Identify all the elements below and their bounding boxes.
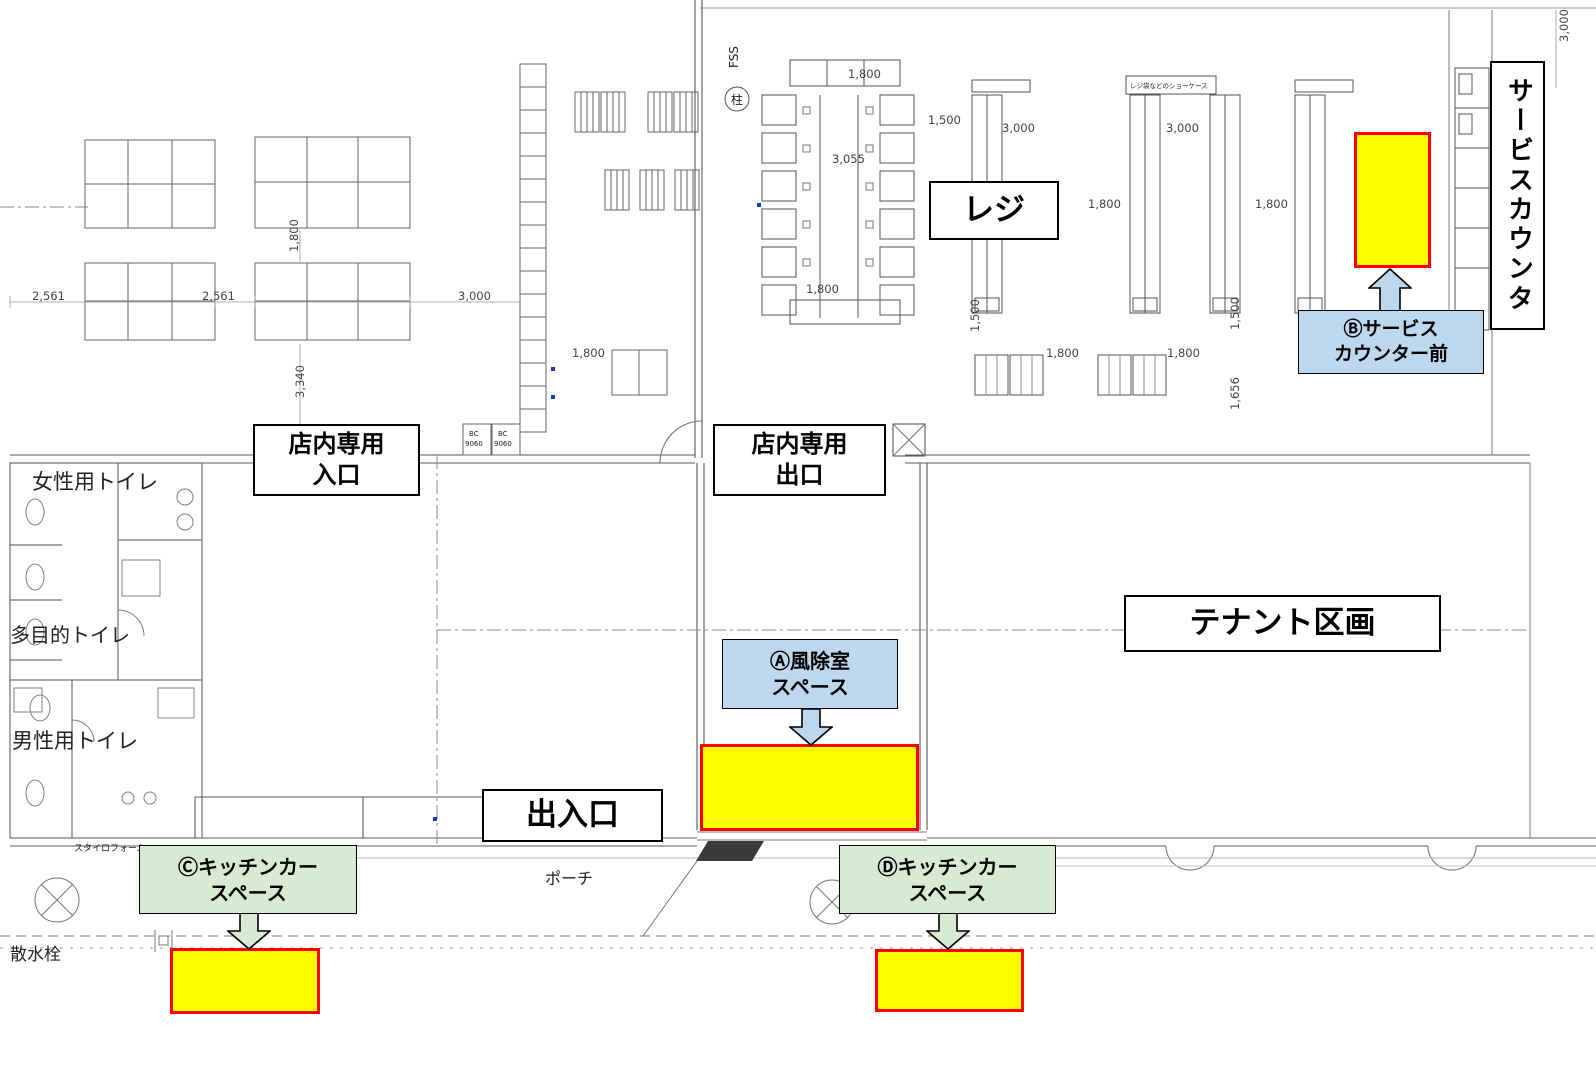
dimension-label: 1,656 — [1228, 377, 1242, 410]
dimension-label: 3,000 — [1557, 9, 1571, 42]
checkout-center — [761, 59, 915, 325]
label-c-line1: Ⓒキッチンカー — [178, 854, 318, 879]
label-tenant-area: テナント区画 — [1124, 595, 1441, 652]
drawing-text: 散水栓 — [10, 945, 61, 965]
drawing-text: ポーチ — [545, 869, 593, 888]
label-main-doorway-text: 出入口 — [526, 797, 619, 834]
label-d-line1: Ⓓキッチンカー — [877, 854, 1018, 879]
dimension-labels: 1,800 1,500 3,055 3,000 3,000 1,800 1,800 1,800… — [32, 9, 1571, 410]
shelf-grids — [84, 136, 411, 341]
label-b-line1: Ⓑサービス — [1343, 318, 1439, 341]
pillar-symbol — [724, 86, 750, 112]
label-store-entrance: 店内専用 入口 — [253, 424, 420, 496]
drawing-text: スタイロフォーム — [74, 843, 146, 854]
dimension-label: 2,561 — [32, 289, 65, 303]
dimension-label: 1,800 — [1167, 346, 1200, 360]
checkout-right — [971, 75, 1354, 396]
arrow-down-d-kitchen-car — [926, 912, 970, 950]
dimension-label: 3,000 — [1002, 121, 1035, 135]
drawing-text: レジ袋などのショーケース — [1130, 81, 1208, 90]
dimension-label: 1,800 — [1046, 346, 1079, 360]
wall-shelf-strip — [462, 63, 547, 456]
dimension-label: 1,800 — [848, 67, 881, 81]
service-counter-fixture — [1454, 67, 1490, 331]
dimension-label: 1,500 — [968, 299, 982, 332]
label-store-exit: 店内専用 出口 — [713, 424, 886, 496]
label-a-line2: スペース — [771, 675, 849, 699]
label-register: レジ — [929, 181, 1059, 240]
label-store-exit-line1: 店内専用 — [751, 429, 848, 458]
arrow-down-a-windbreak — [789, 708, 833, 746]
dimension-label: 3,055 — [832, 152, 865, 166]
dimension-label: 3,340 — [293, 365, 307, 398]
dimension-label: 2,561 — [202, 289, 235, 303]
label-store-entrance-line2: 入口 — [312, 461, 361, 489]
label-register-text: レジ — [963, 192, 1025, 229]
label-c-kitchen-car: Ⓒキッチンカー スペース — [139, 845, 357, 914]
label-b-line2: カウンター前 — [1333, 343, 1448, 365]
restrooms — [9, 462, 203, 839]
highlight-c-kitchen-car-space — [170, 948, 320, 1014]
label-main-doorway: 出入口 — [482, 789, 663, 842]
drawing-text: BC — [498, 430, 508, 438]
arrow-down-c-kitchen-car — [227, 912, 271, 950]
label-d-kitchen-car: Ⓓキッチンカー スペース — [839, 845, 1056, 914]
dimension-label: 1,500 — [928, 113, 961, 127]
drawing-text: 柱 — [731, 92, 743, 107]
label-c-line2: スペース — [209, 880, 287, 905]
label-a-line1: Ⓐ風除室 — [770, 649, 850, 673]
dimension-label: 1,800 — [572, 346, 605, 360]
highlight-d-kitchen-car-space — [875, 949, 1024, 1012]
label-store-entrance-line1: 店内専用 — [288, 429, 385, 458]
arrow-up-b-service-counter — [1368, 268, 1412, 312]
label-d-line2: スペース — [908, 880, 987, 905]
entrance-mat — [696, 841, 764, 861]
label-a-windbreak: Ⓐ風除室 スペース — [722, 639, 898, 709]
drawing-text: 9060 — [465, 440, 483, 448]
dimension-lines — [9, 10, 1557, 428]
dimension-label: 3,000 — [1166, 121, 1199, 135]
drawing-text: FSS — [727, 46, 741, 68]
dimension-label: 1,500 — [1228, 297, 1242, 330]
drawing-text: 9060 — [494, 440, 512, 448]
label-store-exit-line2: 出口 — [775, 461, 824, 489]
dimension-label: 1,800 — [1088, 197, 1121, 211]
dimension-label: 1,800 — [287, 219, 301, 252]
drawing-text: 女性用トイレ — [32, 470, 158, 494]
snap-markers — [433, 203, 761, 821]
drawing-text: 多目的トイレ — [10, 623, 130, 647]
highlight-a-windbreak-space — [700, 744, 919, 831]
highlight-b-service-counter-front — [1354, 132, 1431, 268]
label-tenant-area-text: テナント区画 — [1189, 605, 1376, 642]
label-service-counter: サービスカウンタ — [1490, 61, 1545, 330]
drawing-text: BC — [469, 430, 479, 438]
label-b-service-counter-front: Ⓑサービス カウンター前 — [1298, 310, 1484, 374]
drawing-text: 男性用トイレ — [12, 729, 138, 753]
dimension-label: 3,000 — [458, 289, 491, 303]
basket-stacks — [574, 91, 700, 396]
label-service-counter-text: サービスカウンタ — [1503, 76, 1534, 315]
dimension-label: 1,800 — [1255, 197, 1288, 211]
dimension-label: 1,800 — [806, 282, 839, 296]
